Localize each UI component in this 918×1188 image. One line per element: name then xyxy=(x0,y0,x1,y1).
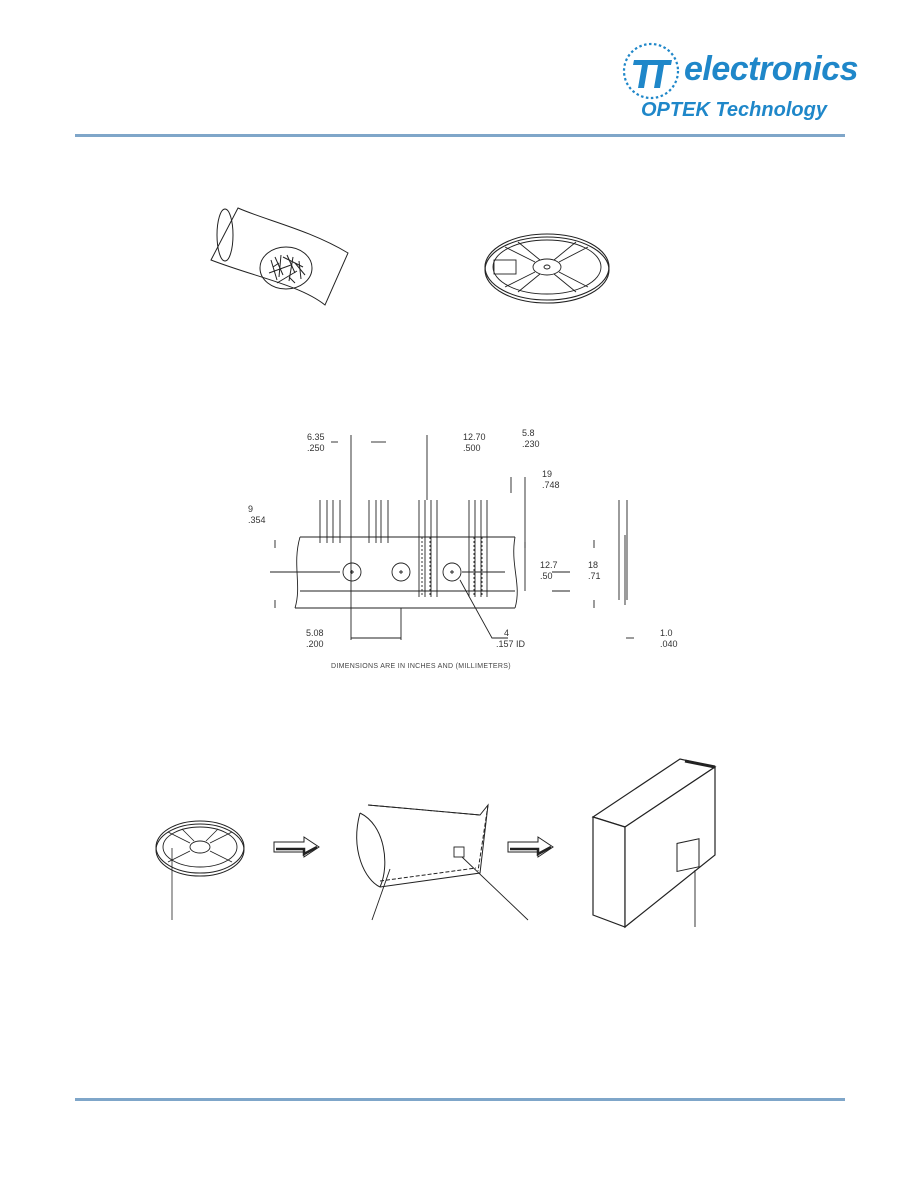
dim-lead-in: .500 xyxy=(463,443,481,453)
dim-height-in: .748 xyxy=(542,480,560,490)
dim-hole-in: .50 xyxy=(540,571,553,581)
reel-small-illustration xyxy=(155,820,245,920)
dim-pitch: 6.35 xyxy=(307,432,325,442)
dim-tapew-in: .71 xyxy=(588,571,601,581)
footer-rule xyxy=(75,1098,845,1101)
tape-dimension-drawing xyxy=(270,435,634,640)
arrow-right-icon xyxy=(273,836,320,858)
dim-lead: 12.70 xyxy=(463,432,486,442)
dim-thick: 1.0 xyxy=(660,628,673,638)
dim-tape: 9 xyxy=(248,504,254,514)
reel-illustration xyxy=(484,233,610,304)
tt-logo-icon xyxy=(622,42,680,100)
dim-width: 5.8 xyxy=(522,428,535,438)
dim-tapew: 18 xyxy=(588,560,599,570)
dim-hole: 12.7 xyxy=(540,560,558,570)
header-rule xyxy=(75,134,845,137)
dim-spacing-in: .200 xyxy=(306,639,324,649)
dim-spacing: 5.08 xyxy=(306,628,324,638)
dim-width-in: .230 xyxy=(522,439,540,449)
dimension-note: DIMENSIONS ARE IN INCHES AND (MILLIMETER… xyxy=(331,663,511,670)
dim-tape-in: .354 xyxy=(248,515,266,525)
dim-hole-d-in: .157 ID xyxy=(496,639,526,649)
arrow-right-icon-2 xyxy=(507,836,554,858)
dim-height: 19 xyxy=(542,469,553,479)
logo-wordmark: electronics xyxy=(684,50,859,88)
dim-thick-in: .040 xyxy=(660,639,678,649)
logo-subtitle: OPTEK Technology xyxy=(641,99,827,121)
bulk-bag-illustration xyxy=(210,207,349,306)
shipping-box-illustration xyxy=(591,758,717,929)
dim-hole-d: 4 xyxy=(504,628,510,638)
dim-pitch-in: .250 xyxy=(307,443,325,453)
anti-static-bag-illustration xyxy=(356,803,529,921)
